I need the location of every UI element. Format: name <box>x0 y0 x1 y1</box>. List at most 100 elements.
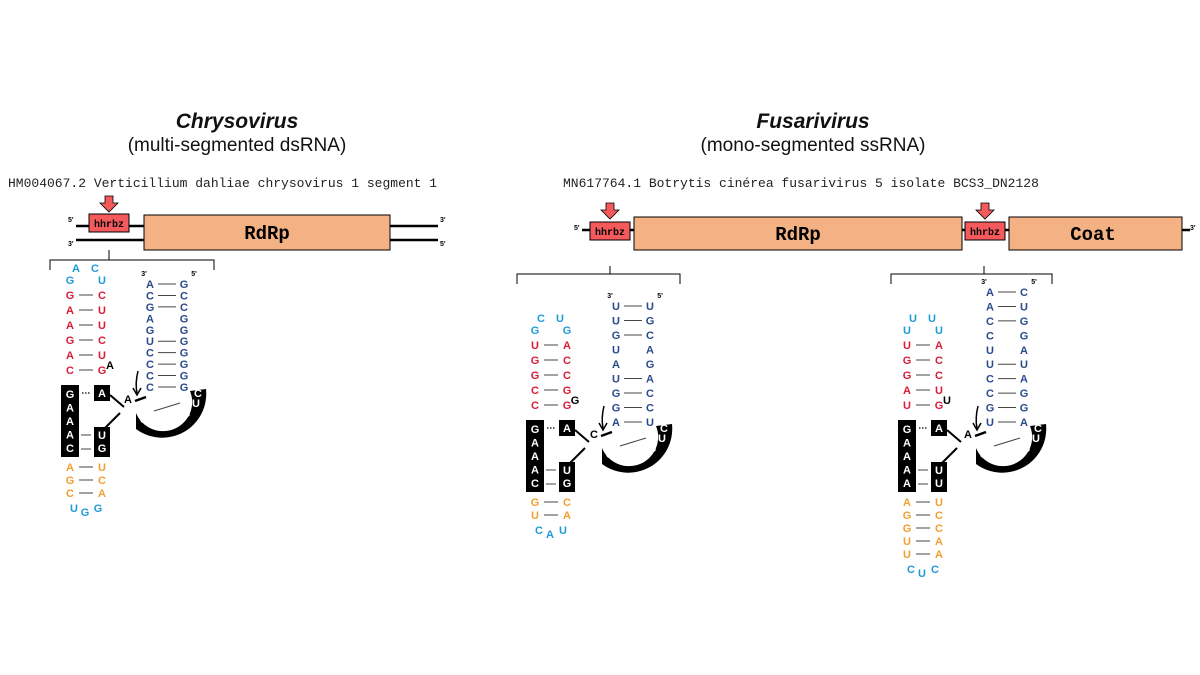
stem3-nt: C <box>935 510 943 522</box>
stem1-nt: C <box>563 355 571 367</box>
stem2-nt: U <box>986 359 994 371</box>
stem1-nt: U <box>935 385 943 397</box>
loop1-nt: G <box>563 325 572 337</box>
loop3-nt: G <box>94 503 103 515</box>
right-subtitle: (mono-segmented ssRNA) <box>700 135 926 156</box>
loop3-nt: U <box>559 525 567 537</box>
right-ribozyme-label-2: hhrbz <box>970 227 1000 239</box>
stem2-nt: U <box>646 417 654 429</box>
loop1-nt: C <box>537 313 545 325</box>
stem2-nt: C <box>146 359 154 371</box>
loop1-nt: G <box>531 325 540 337</box>
core-nt: A <box>903 451 911 463</box>
prime-label: 5' <box>657 293 663 300</box>
stem1-nt: U <box>98 320 106 332</box>
prime-label: 3' <box>981 279 987 286</box>
stem2-nt: G <box>180 325 189 337</box>
core-box-left <box>526 420 544 492</box>
left-genus-title: Chrysovirus <box>175 110 299 133</box>
stem1-nt: A <box>903 385 911 397</box>
stem2-nt: G <box>146 325 155 337</box>
stem3-nt: G <box>903 523 912 535</box>
loop1-nt: A <box>72 263 80 275</box>
stem3-nt: C <box>66 488 74 500</box>
stem2-nt: U <box>612 301 620 313</box>
stem3-nt: A <box>903 497 911 509</box>
core-nt: A <box>903 478 911 490</box>
core-nt: U <box>935 465 943 477</box>
cleavage-nt: C <box>590 429 598 441</box>
core-nt: A <box>98 388 106 400</box>
stem2-nt: C <box>986 330 994 342</box>
arc-nt: U <box>1032 433 1040 445</box>
right-3prime: 3' <box>1190 225 1196 232</box>
loop3-nt: A <box>546 529 554 541</box>
core-box-right-bottom <box>931 462 947 492</box>
core-nt: C <box>66 443 74 455</box>
stem1-nt: C <box>935 370 943 382</box>
stem1-nt: G <box>98 365 107 377</box>
core-nt: G <box>563 478 572 490</box>
loop1-nt: C <box>91 263 99 275</box>
left-accession: HM004067.2 Verticillium dahliae chrysovi… <box>8 176 438 191</box>
cleavage-arrow <box>975 405 979 429</box>
stem1-nt: C <box>66 365 74 377</box>
stem2-nt: A <box>986 301 994 313</box>
right-genus-title: Fusarivirus <box>756 110 870 133</box>
stem2-nt: G <box>1020 388 1029 400</box>
core-arc <box>136 389 207 438</box>
stem2-nt: U <box>612 345 620 357</box>
core-nt: A <box>531 451 539 463</box>
stem2-nt: A <box>1020 417 1028 429</box>
arc-nt: C <box>660 423 668 435</box>
stem2-nt: A <box>646 345 654 357</box>
stem3-nt: A <box>935 536 943 548</box>
core-box-right-top <box>931 420 947 436</box>
left-bracket <box>49 250 215 270</box>
core-nt: A <box>531 465 539 477</box>
stem2-nt: G <box>180 382 189 394</box>
core-box-right-bottom <box>94 427 110 457</box>
core-arc <box>976 424 1047 473</box>
right-accession: MN617764.1 Botrytis cinérea fusarivirus … <box>563 176 1039 191</box>
core-box-left <box>61 385 79 457</box>
stem2-nt: G <box>180 359 189 371</box>
core-nt: G <box>98 443 107 455</box>
stem2-nt: G <box>180 313 189 325</box>
cleavage-nt: A <box>964 429 972 441</box>
stem2-nt: G <box>986 403 995 415</box>
right-coat-label: Coat <box>1070 224 1116 246</box>
right-bracket-1 <box>516 266 681 284</box>
stem1-nt: U <box>903 400 911 412</box>
loop1-nt: U <box>909 313 917 325</box>
arc-nt: U <box>658 433 666 445</box>
loop3-nt: C <box>535 525 543 537</box>
stem1-nt: C <box>98 290 106 302</box>
core-nt: A <box>563 423 571 435</box>
arc-nt: G <box>606 449 615 461</box>
left-rdrp-label: RdRp <box>244 223 290 245</box>
core-nt: A <box>903 438 911 450</box>
stem3-nt: U <box>903 549 911 561</box>
stem2-nt: A <box>146 313 154 325</box>
stem3-nt: G <box>66 475 75 487</box>
core-nt: U <box>98 430 106 442</box>
left-ribozyme-box <box>88 213 130 233</box>
stem1-nt: C <box>531 400 539 412</box>
prime-label: 3' <box>607 293 613 300</box>
stem1-nt: G <box>935 400 944 412</box>
bulge-nt: U <box>943 395 951 407</box>
arc-nt: U <box>620 453 628 465</box>
stem1-nt: U <box>98 305 106 317</box>
loop1-nt: U <box>903 325 911 337</box>
arc-nt: G <box>648 443 657 455</box>
stem2-nt: C <box>986 316 994 328</box>
arc-nt: A <box>632 451 640 463</box>
stem2-nt: C <box>646 330 654 342</box>
core-nt: A <box>66 430 74 442</box>
stem2-nt: C <box>146 371 154 383</box>
right-ribozyme-box-1 <box>589 221 631 241</box>
stem2-nt: C <box>646 403 654 415</box>
prime-label: 5' <box>1031 279 1037 286</box>
